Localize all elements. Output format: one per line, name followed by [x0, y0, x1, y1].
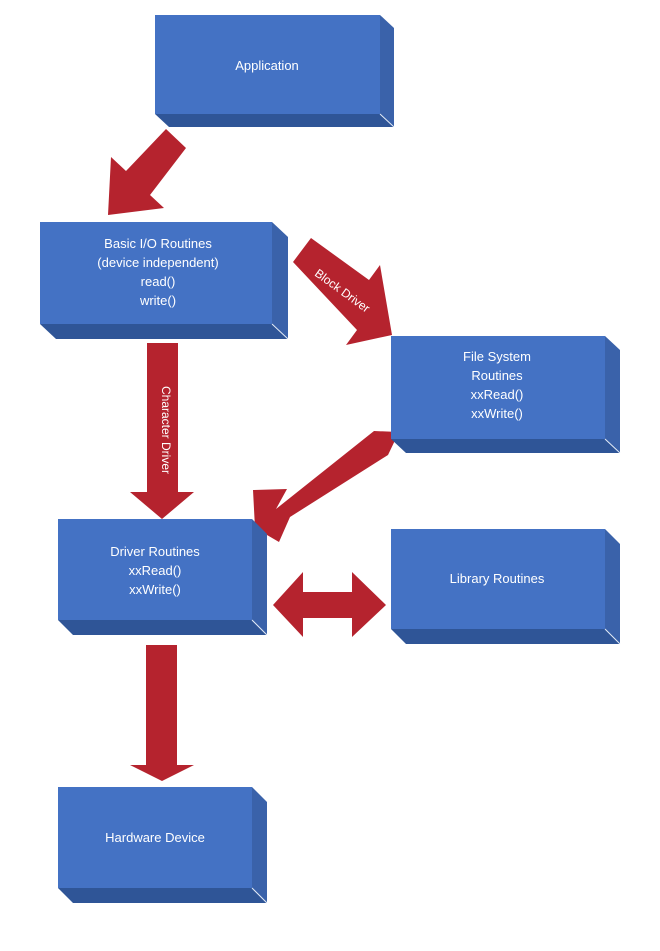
- driver-routines-box: Driver Routines xxRead() xxWrite(): [58, 519, 268, 636]
- hardware-device-label: Hardware Device: [105, 830, 205, 845]
- library-routines-label: Library Routines: [450, 571, 545, 586]
- basic-io-title: Basic I/O Routines: [104, 236, 212, 251]
- character-driver-label: Character Driver: [159, 386, 173, 474]
- library-routines-box: Library Routines: [391, 529, 621, 645]
- arrow-basic-io-to-driver: [130, 343, 194, 519]
- application-label: Application: [235, 58, 299, 73]
- file-system-write: xxWrite(): [471, 406, 523, 421]
- file-system-routines-box: File System Routines xxRead() xxWrite(): [391, 336, 621, 454]
- basic-io-subtitle: (device independent): [97, 255, 218, 270]
- driver-routines-read: xxRead(): [129, 563, 182, 578]
- application-box: Application: [155, 15, 395, 128]
- basic-io-routines-box: Basic I/O Routines (device independent) …: [40, 222, 289, 340]
- arrow-basic-io-to-file-system: [293, 238, 392, 345]
- basic-io-read: read(): [141, 274, 176, 289]
- basic-io-write: write(): [139, 293, 176, 308]
- file-system-read: xxRead(): [471, 387, 524, 402]
- driver-routines-title: Driver Routines: [110, 544, 200, 559]
- arrow-driver-library-bidirectional: [273, 572, 386, 637]
- file-system-title: File System: [463, 349, 531, 364]
- arrow-file-system-to-driver: [253, 431, 399, 542]
- file-system-routines-text: Routines: [471, 368, 523, 383]
- arrow-application-to-basic-io: [108, 129, 186, 215]
- hardware-device-box: Hardware Device: [58, 787, 268, 904]
- arrow-driver-to-hardware: [130, 645, 194, 781]
- driver-routines-write: xxWrite(): [129, 582, 181, 597]
